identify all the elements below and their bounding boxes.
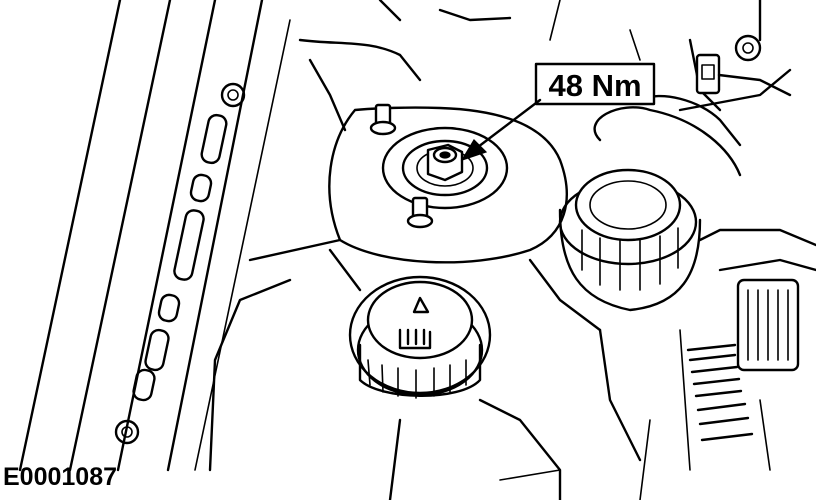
figure-id: E0001087 (3, 463, 117, 491)
lower-panels (208, 238, 651, 500)
right-components (679, 228, 816, 471)
rail-hole-bottom (114, 419, 140, 445)
rail-hole-top (220, 82, 246, 108)
torque-callout-label: 48 Nm (548, 68, 641, 103)
mounting-stud-upper (369, 103, 397, 136)
strut-tower (328, 106, 568, 264)
rail-slots (132, 113, 228, 402)
torque-callout: 48 Nm (460, 62, 656, 162)
strut-nut (426, 143, 464, 182)
fluid-reservoir-front (348, 275, 492, 399)
fluid-reservoir-rear (558, 168, 702, 312)
upper-bodywork (298, 0, 792, 132)
upper-right-reservoir (593, 34, 792, 177)
mounting-stud-lower (406, 196, 434, 229)
left-body-rail (18, 0, 291, 472)
